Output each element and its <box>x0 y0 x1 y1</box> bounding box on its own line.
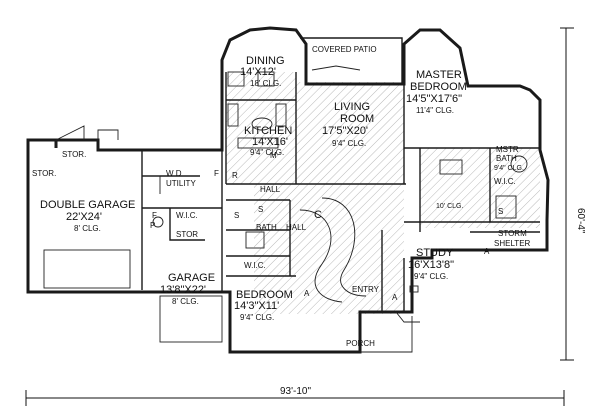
master-bedroom-label-2: BEDROOM <box>410 81 467 93</box>
entry-label: ENTRY <box>352 285 380 294</box>
master-bedroom-ceiling: 11'4" CLG. <box>416 106 454 115</box>
stor-mid-label: STOR <box>176 230 198 239</box>
double-garage-label: DOUBLE GARAGE <box>40 199 135 211</box>
tile-floor-areas <box>226 72 540 314</box>
microwave-label: M <box>270 151 277 160</box>
master-bath-label: MSTR <box>496 145 519 154</box>
range-label: R <box>232 171 238 180</box>
a-study-label: A <box>484 247 490 256</box>
wic-master-label: W.I.C. <box>494 177 516 186</box>
bedroom-label: BEDROOM <box>236 289 293 301</box>
study-label: STUDY <box>416 247 454 259</box>
master-bath-label-2: BATH <box>496 154 517 163</box>
kitchen-size: 14'X16' <box>252 136 288 148</box>
covered-patio-label: COVERED PATIO <box>312 45 377 54</box>
bedroom-ceiling: 9'4" CLG. <box>240 313 274 322</box>
a-left-label: A <box>304 289 310 298</box>
interior-walls <box>141 72 540 312</box>
dimension-lines <box>25 27 574 406</box>
dining-ceiling: 18' CLG. <box>250 79 281 88</box>
study-ceiling: 9'4" CLG. <box>414 272 448 281</box>
shower-c-label: S <box>498 207 503 216</box>
overall-depth-label: 60'-4" <box>575 208 586 234</box>
living-ceiling: 9'4" CLG. <box>332 139 366 148</box>
hall-label-2: HALL <box>286 223 307 232</box>
master-bedroom-label: MASTER <box>416 69 462 81</box>
shower-a-label: S <box>258 205 263 214</box>
study-size: 16'X13'8" <box>408 259 454 271</box>
closet-ceiling-label: 10' CLG. <box>436 203 463 210</box>
ref-f-label: F <box>152 211 157 220</box>
kitchen-ceiling: 9'4" CLG. <box>250 148 284 157</box>
garage-ceiling: 8' CLG. <box>172 297 199 306</box>
bath-label: BATH <box>256 223 277 232</box>
ref-p-label: P <box>150 221 155 230</box>
double-garage-ceiling: 8' CLG. <box>74 224 101 233</box>
master-bath-ceiling: 9'4" CLG. <box>494 165 524 172</box>
living-label-2: ROOM <box>340 113 374 125</box>
storm-shelter-label-2: SHELTER <box>494 239 531 248</box>
column-c-label: C <box>314 209 322 221</box>
garage-size: 13'8"X22' <box>160 284 206 296</box>
storm-shelter-label: STORM <box>498 229 527 238</box>
washer-dryer-label: W D <box>166 169 182 178</box>
dimension-labels: 93'-10" 60'-4" <box>280 208 586 397</box>
living-size: 17'5"X20' <box>322 125 368 137</box>
living-label: LIVING <box>334 101 370 113</box>
master-bedroom-size: 14'5"X17'6" <box>406 93 462 105</box>
overall-width-label: 93'-10" <box>280 386 311 397</box>
garage-label: GARAGE <box>168 272 215 284</box>
stor-left-label: STOR. <box>32 169 56 178</box>
hall-label: HALL <box>260 185 281 194</box>
porch-label: PORCH <box>346 339 375 348</box>
fridge-label: F <box>214 169 219 178</box>
wic-bedroom-label: W.I.C. <box>244 261 266 270</box>
shower-b-label: S <box>234 211 239 220</box>
dining-label: DINING <box>246 55 285 67</box>
utility-label: UTILITY <box>166 179 196 188</box>
a-right-label: A <box>392 293 398 302</box>
bedroom-size: 14'3"X11' <box>234 300 279 312</box>
dining-size: 14'X12' <box>240 66 276 78</box>
stor-top-label: STOR. <box>62 150 86 159</box>
wic-left-label: W.I.C. <box>176 211 198 220</box>
room-labels: COVERED PATIO DINING 14'X12' 18' CLG. LI… <box>32 45 531 348</box>
kitchen-label: KITCHEN <box>244 125 292 137</box>
fixtures-and-doors <box>43 65 528 353</box>
double-garage-size: 22'X24' <box>66 211 102 223</box>
fixture-labels: W D F R M S S S C A A A F P <box>150 151 503 302</box>
